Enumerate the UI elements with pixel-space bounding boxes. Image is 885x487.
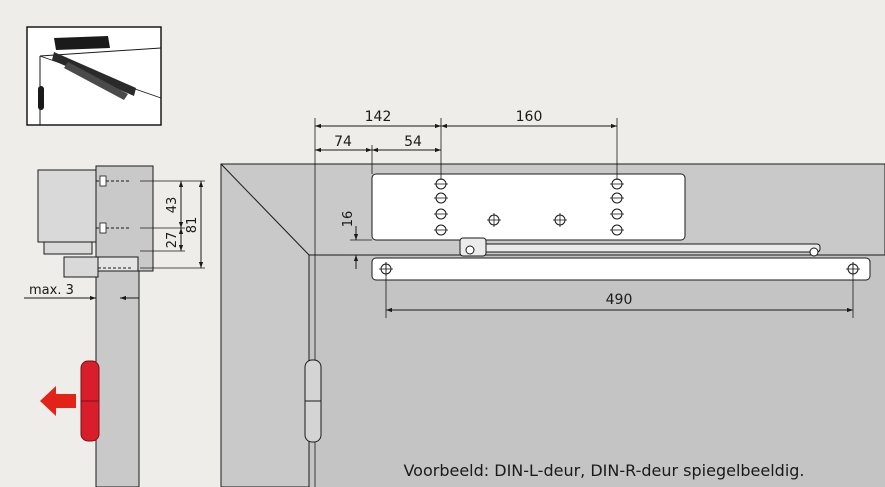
dimension-16: 16	[341, 211, 356, 228]
hinge-icon	[304, 359, 322, 443]
arrow-left-icon	[40, 386, 76, 416]
dimension-81: 81	[185, 217, 200, 234]
dimension-490: 490	[606, 292, 633, 308]
dimension-43: 43	[165, 197, 180, 214]
dimension-54: 54	[404, 134, 422, 150]
dimension-74: 74	[334, 134, 352, 150]
door-closer-thumbnail	[26, 26, 162, 126]
front-view	[220, 118, 885, 487]
caption: Voorbeeld: DIN-L-deur, DIN-R-deur spiege…	[403, 461, 804, 480]
dimension-27: 27	[165, 232, 180, 249]
dimension-142: 142	[365, 109, 392, 125]
side-section-view	[24, 165, 205, 487]
dimension-160: 160	[516, 109, 543, 125]
dimension-max-3: max. 3	[29, 283, 74, 298]
